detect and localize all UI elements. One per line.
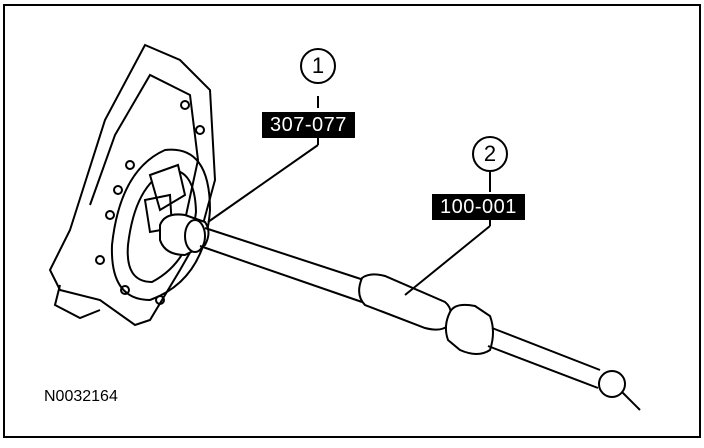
leader-line-2-diag	[404, 225, 491, 296]
slide-hammer	[199, 227, 641, 411]
callout-number-1: 1	[300, 48, 336, 84]
leader-line-1-diag	[207, 144, 319, 223]
tool-label-1: 307-077	[262, 112, 355, 138]
figure-id: N0032164	[44, 388, 118, 405]
frame	[3, 4, 701, 438]
adapter-tool	[159, 213, 210, 257]
tool-label-2: 100-001	[432, 194, 525, 220]
leader-lines	[207, 96, 491, 296]
callout-number-2: 2	[472, 136, 508, 172]
transmission-case	[48, 43, 217, 327]
